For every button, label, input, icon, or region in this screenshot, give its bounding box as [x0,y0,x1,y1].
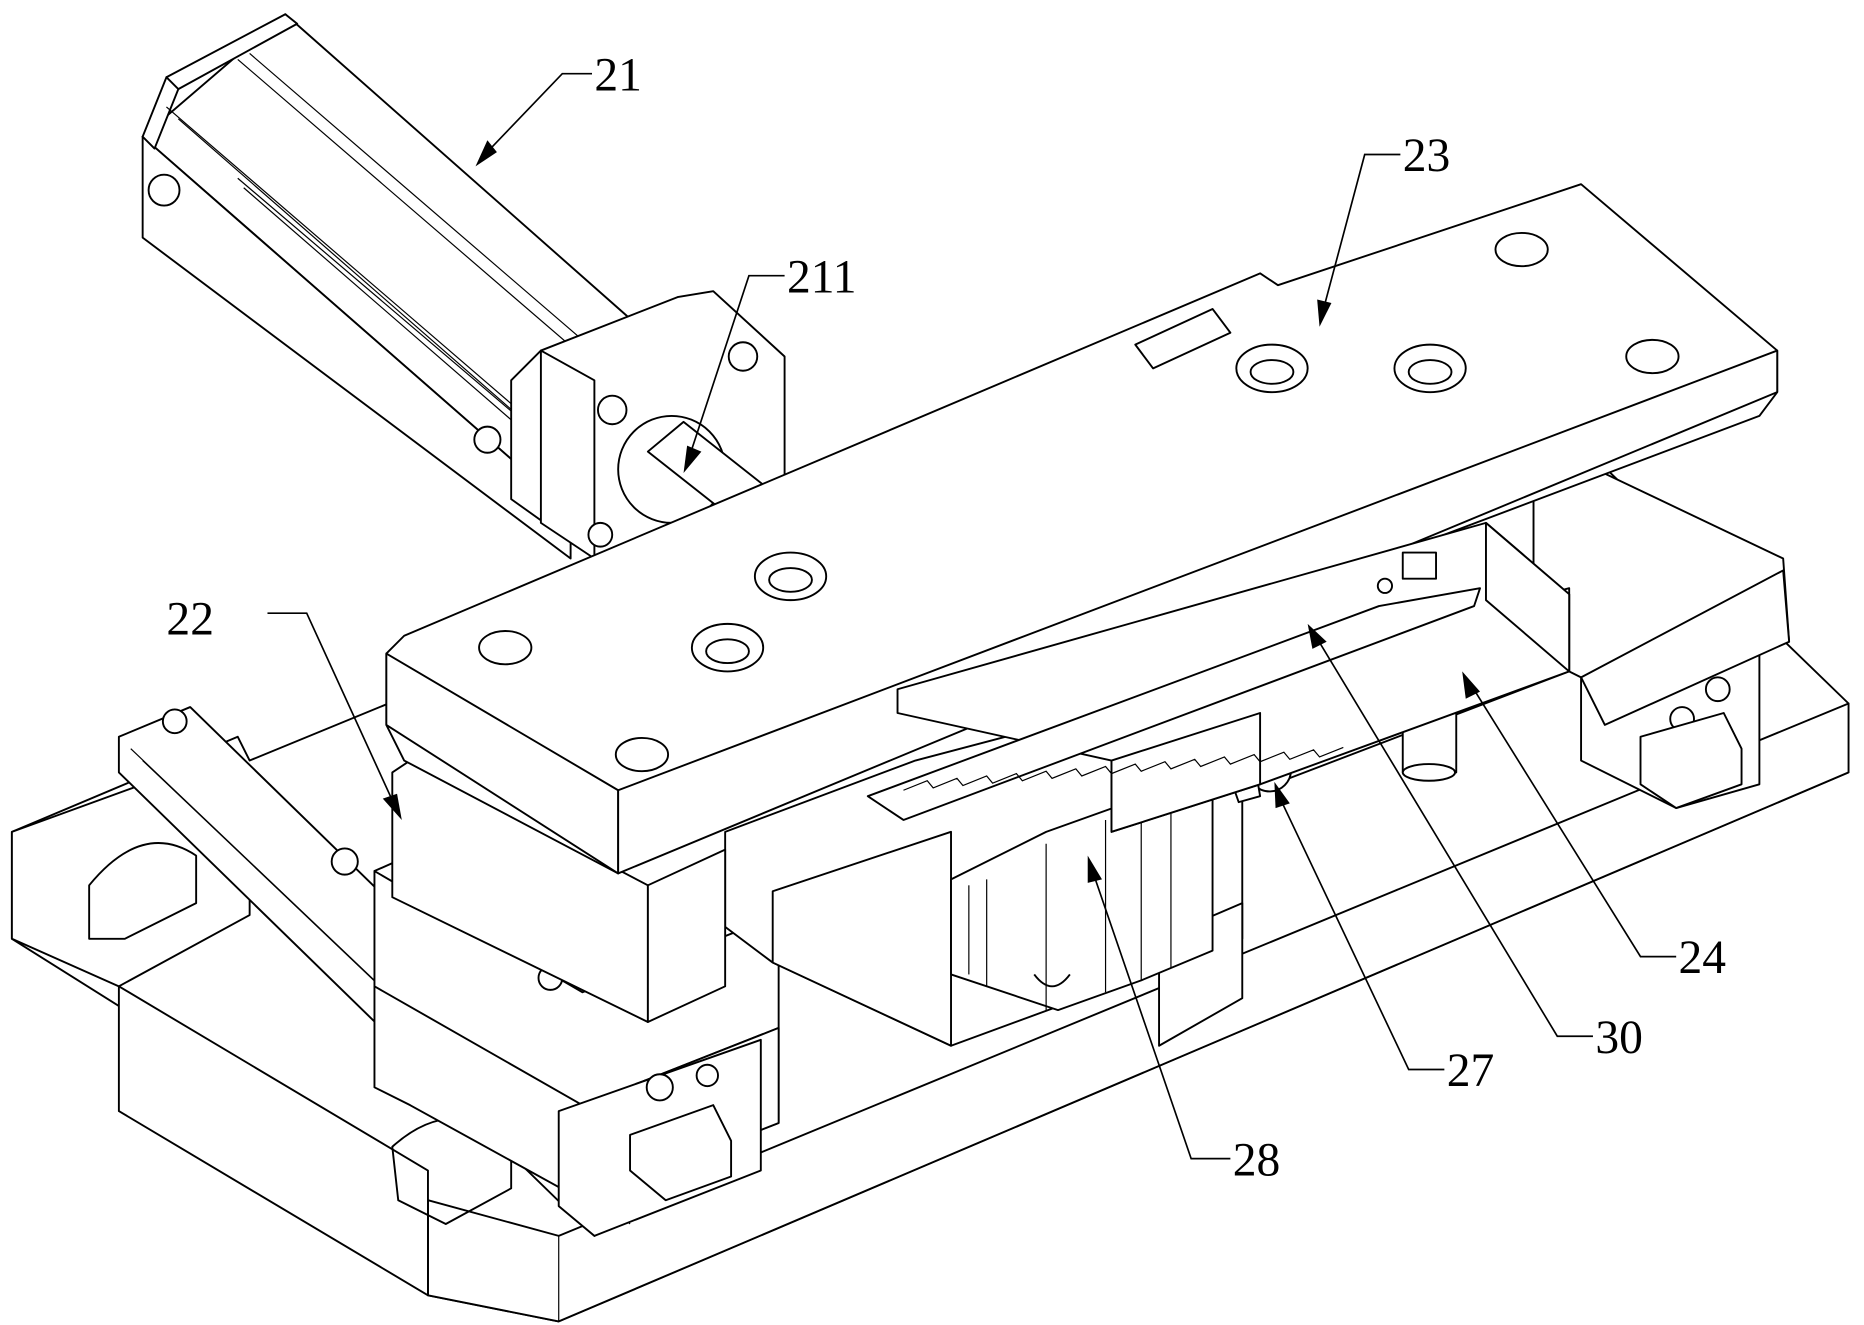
callout-23: 23 [1317,130,1450,327]
callout-label-211: 211 [787,251,857,303]
callout-label-30: 30 [1595,1012,1643,1064]
column-28 [950,771,1214,1012]
left-slider-block [373,846,780,1237]
callout-label-28: 28 [1233,1134,1281,1186]
callout-30: 30 [1307,623,1643,1064]
callout-21: 21 [475,49,642,167]
callout-label-23: 23 [1403,130,1451,182]
callout-211: 211 [683,251,857,473]
callout-label-24: 24 [1679,932,1727,984]
callout-27: 27 [1274,781,1495,1097]
callout-label-22: 22 [166,594,214,646]
callout-label-27: 27 [1447,1045,1495,1097]
callout-24: 24 [1462,671,1726,984]
callout-label-21: 21 [594,49,642,101]
mount-plate-22 [391,759,727,1023]
callout-28: 28 [1087,855,1281,1186]
workpiece-30 [866,551,1481,821]
callout-22: 22 [166,594,402,820]
